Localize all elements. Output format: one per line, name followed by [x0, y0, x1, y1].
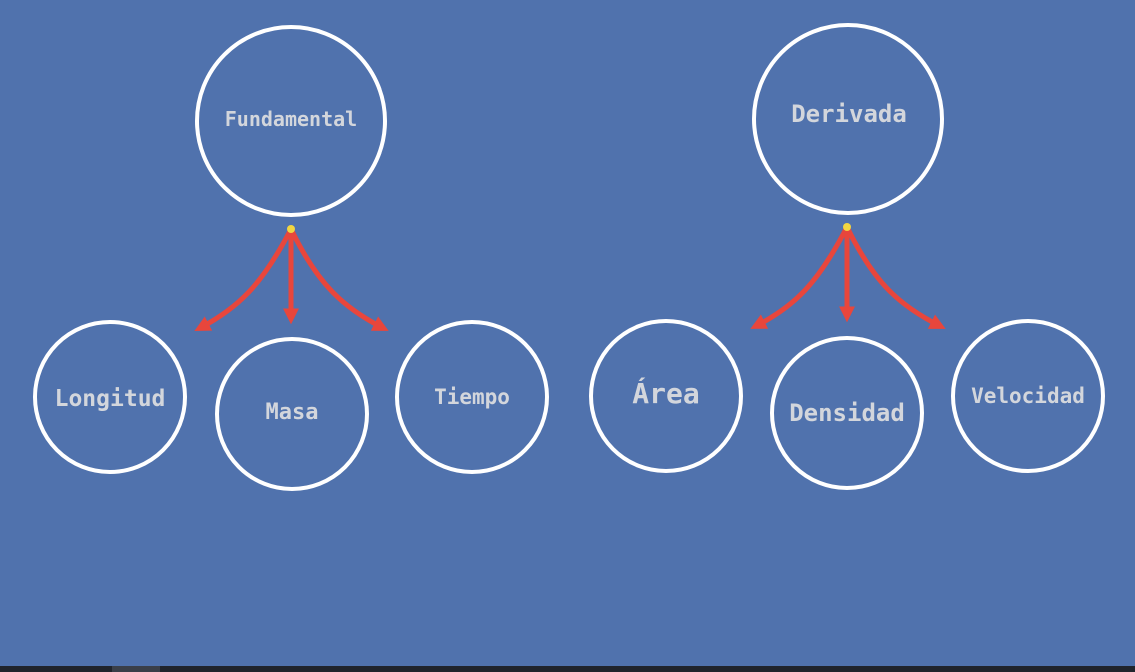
child-label: Densidad [789, 399, 905, 427]
arrow-to-area [750, 225, 850, 329]
arrow-to-longitud [194, 227, 294, 331]
child-label: Masa [266, 400, 319, 425]
origin-dot [843, 223, 851, 231]
root-node-fundamental: Fundamental [195, 25, 387, 217]
child-node-masa: Masa [215, 337, 369, 491]
child-label: Longitud [55, 386, 166, 412]
arrow-to-velocidad [844, 225, 946, 329]
origin-dot [287, 225, 295, 233]
child-node-longitud: Longitud [33, 320, 187, 474]
root-label: Derivada [791, 100, 907, 128]
child-label: Velocidad [971, 384, 1085, 408]
root-node-derivada: Derivada [752, 23, 944, 215]
derivada-tree: Derivada Área Densidad Velocidad [589, 23, 1105, 490]
child-node-densidad: Densidad [770, 336, 924, 490]
fundamental-tree: Fundamental Longitud Masa Tiempo [33, 25, 549, 491]
bottom-scrollbar[interactable] [0, 666, 1135, 672]
scrollbar-thumb[interactable] [112, 666, 160, 672]
child-label: Tiempo [434, 385, 510, 409]
child-node-area: Área [589, 319, 743, 473]
child-label: Área [632, 376, 699, 410]
child-node-velocidad: Velocidad [951, 319, 1105, 473]
child-node-tiempo: Tiempo [395, 320, 549, 474]
arrow-to-tiempo [288, 227, 389, 331]
root-label: Fundamental [225, 107, 357, 131]
